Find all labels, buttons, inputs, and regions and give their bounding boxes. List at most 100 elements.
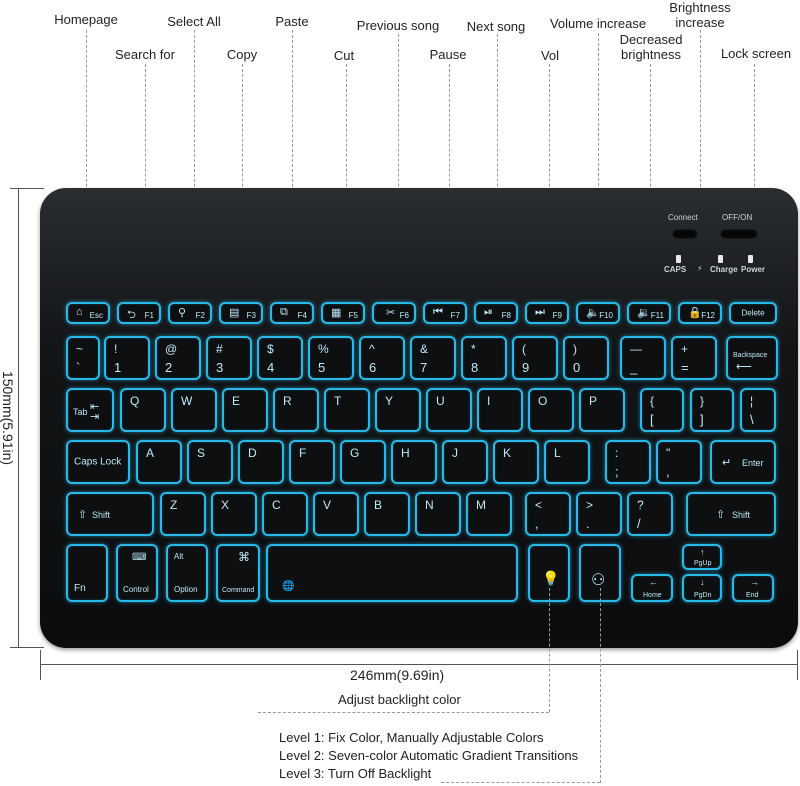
key-y[interactable]: Y: [375, 388, 421, 432]
key-backtick[interactable]: ~ `: [66, 336, 100, 380]
key-esc[interactable]: ⌂ Esc: [66, 302, 110, 324]
key-p[interactable]: P: [579, 388, 625, 432]
power-led-label: Power: [741, 265, 766, 274]
key-f11[interactable]: 🔉 F11: [627, 302, 671, 324]
key-caps-lock[interactable]: Caps Lock: [66, 440, 130, 484]
key-backspace[interactable]: Backspace ⟵: [726, 336, 778, 380]
key-shift-char: !: [114, 342, 118, 356]
key-7[interactable]: & 7: [410, 336, 456, 380]
key-label: F3: [246, 311, 256, 320]
key-u[interactable]: U: [426, 388, 472, 432]
key-delete[interactable]: Delete: [729, 302, 777, 324]
key-f10[interactable]: 🔈 F10: [576, 302, 620, 324]
key-5[interactable]: % 5: [308, 336, 354, 380]
dimension-tick: [10, 647, 44, 648]
key-pgdn[interactable]: ↓ PgDn: [682, 574, 722, 602]
key-s[interactable]: S: [187, 440, 233, 484]
key-char: R: [283, 394, 292, 408]
key-d[interactable]: D: [238, 440, 284, 484]
key-minus[interactable]: — _: [620, 336, 666, 380]
key-char: K: [503, 446, 512, 460]
key-char: M: [476, 498, 486, 512]
key-enter[interactable]: ↵ Enter: [710, 440, 776, 484]
key-6[interactable]: ^ 6: [359, 336, 405, 380]
key-tab[interactable]: Tab ⇤⇥: [66, 388, 114, 432]
key-0[interactable]: ) 0: [563, 336, 609, 380]
key-char: =: [681, 360, 689, 375]
connect-button[interactable]: [672, 229, 698, 239]
copy-icon: ⧉: [280, 306, 288, 318]
key-9[interactable]: ( 9: [512, 336, 558, 380]
key-v[interactable]: V: [313, 492, 359, 536]
key-fn[interactable]: Fn: [66, 544, 108, 602]
key-left-bracket[interactable]: { [: [640, 388, 684, 432]
key-backlight-color[interactable]: 💡: [528, 544, 570, 602]
key-f2[interactable]: ⚲ F2: [168, 302, 212, 324]
key-period[interactable]: > .: [576, 492, 622, 536]
key-k[interactable]: K: [493, 440, 539, 484]
key-f5[interactable]: ▦ F5: [321, 302, 365, 324]
key-i[interactable]: I: [477, 388, 523, 432]
key-m[interactable]: M: [466, 492, 512, 536]
key-home[interactable]: ← Home: [631, 574, 673, 602]
key-command[interactable]: ⌘ Command: [216, 544, 260, 602]
search-icon: ⚲: [178, 307, 187, 319]
key-f6[interactable]: ✂ F6: [372, 302, 416, 324]
bluetooth-icon: ⚡: [697, 264, 703, 273]
power-led: [748, 255, 753, 263]
key-label: F11: [650, 311, 664, 320]
key-char: [: [650, 412, 654, 427]
power-switch[interactable]: [720, 229, 758, 239]
key-control[interactable]: ⌨ Control: [116, 544, 158, 602]
key-end[interactable]: → End: [732, 574, 774, 602]
key-backslash[interactable]: ¦ \: [740, 388, 776, 432]
key-char: ,: [666, 464, 670, 479]
key-e[interactable]: E: [222, 388, 268, 432]
key-equals[interactable]: + =: [671, 336, 717, 380]
key-a[interactable]: A: [136, 440, 182, 484]
key-b[interactable]: B: [364, 492, 410, 536]
key-w[interactable]: W: [171, 388, 217, 432]
key-label: Control: [123, 585, 149, 594]
key-t[interactable]: T: [324, 388, 370, 432]
key-x[interactable]: X: [211, 492, 257, 536]
key-z[interactable]: Z: [160, 492, 206, 536]
key-f12[interactable]: 🔒 F12: [678, 302, 722, 324]
key-label: Fn: [74, 583, 86, 594]
key-1[interactable]: ! 1: [104, 336, 150, 380]
key-f1[interactable]: ⮌ F1: [117, 302, 161, 324]
key-g[interactable]: G: [340, 440, 386, 484]
height-dimension-line: [18, 188, 19, 648]
key-2[interactable]: @ 2: [155, 336, 201, 380]
key-f[interactable]: F: [289, 440, 335, 484]
key-semicolon[interactable]: : ;: [605, 440, 651, 484]
key-left-shift[interactable]: ⇧ Shift: [66, 492, 154, 536]
key-n[interactable]: N: [415, 492, 461, 536]
key-4[interactable]: $ 4: [257, 336, 303, 380]
key-f4[interactable]: ⧉ F4: [270, 302, 314, 324]
key-right-shift[interactable]: ⇧ Shift: [686, 492, 776, 536]
key-slash[interactable]: ? /: [627, 492, 673, 536]
key-quote[interactable]: " ,: [656, 440, 702, 484]
key-f8[interactable]: ⏯ F8: [474, 302, 518, 324]
key-j[interactable]: J: [442, 440, 488, 484]
key-l[interactable]: L: [544, 440, 590, 484]
key-q[interactable]: Q: [120, 388, 166, 432]
key-option[interactable]: Alt Option: [166, 544, 208, 602]
key-r[interactable]: R: [273, 388, 319, 432]
key-c[interactable]: C: [262, 492, 308, 536]
key-comma[interactable]: < ,: [525, 492, 571, 536]
key-f7[interactable]: ⏮ F7: [423, 302, 467, 324]
key-spacebar[interactable]: 🌐: [266, 544, 518, 602]
key-label: Esc: [89, 311, 103, 320]
key-o[interactable]: O: [528, 388, 574, 432]
key-f3[interactable]: ▤ F3: [219, 302, 263, 324]
key-h[interactable]: H: [391, 440, 437, 484]
key-3[interactable]: # 3: [206, 336, 252, 380]
callout-decreased-brightness: Decreased brightness: [619, 32, 683, 62]
backspace-arrow-icon: ⟵: [736, 361, 752, 373]
key-pgup[interactable]: ↑ PgUp: [682, 544, 722, 570]
key-8[interactable]: * 8: [461, 336, 507, 380]
key-right-bracket[interactable]: } ]: [690, 388, 734, 432]
key-f9[interactable]: ⏭ F9: [525, 302, 569, 324]
